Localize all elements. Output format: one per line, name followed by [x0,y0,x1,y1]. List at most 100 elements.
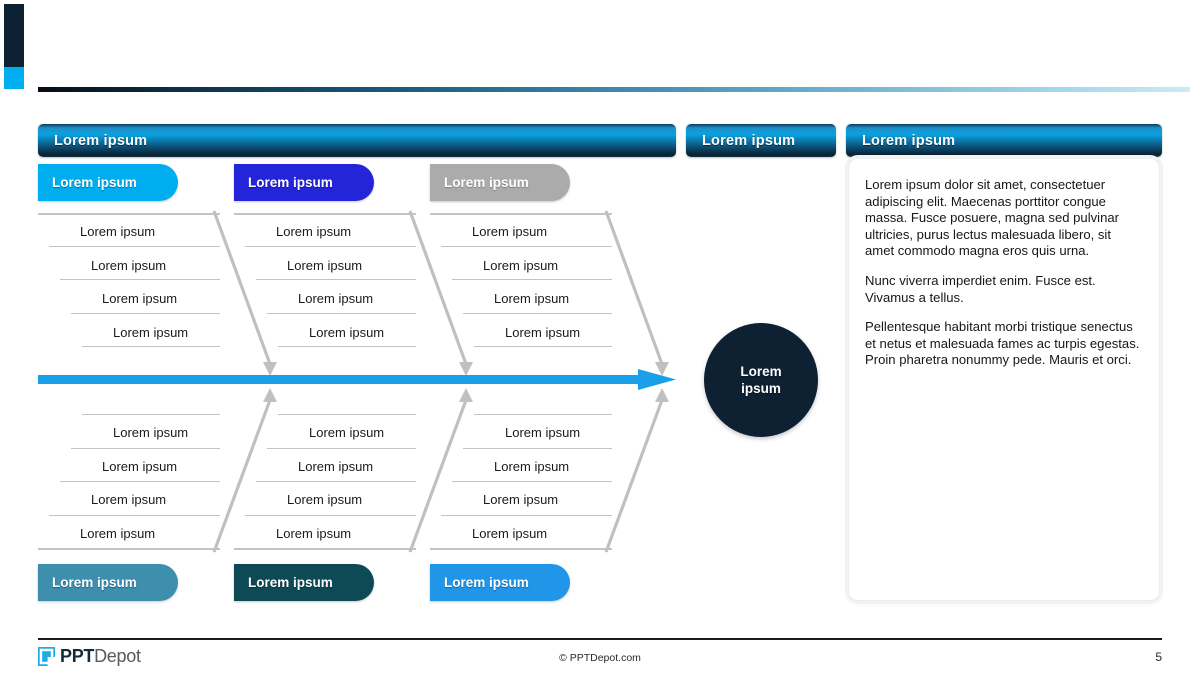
cause-row[interactable]: Lorem ipsum [234,314,416,347]
notes-panel: Lorem ipsum dolor sit amet, consectetuer… [848,158,1160,601]
cause-row[interactable]: Lorem ipsum [430,247,612,280]
cause-row[interactable]: Lorem ipsum [38,247,220,280]
cause-row[interactable]: Lorem ipsum [234,280,416,314]
category-pill-top-2[interactable]: Lorem ipsum [234,164,374,201]
cause-label: Lorem ipsum [113,425,189,440]
cause-underline [245,245,416,247]
effect-circle[interactable]: Lorem ipsum [704,323,818,437]
cause-overline [60,481,220,482]
cause-row[interactable]: Lorem ipsum [234,213,416,247]
cause-row[interactable]: Lorem ipsum [38,481,220,515]
cause-overline [267,447,416,449]
cause-row[interactable]: Lorem ipsum [430,447,612,482]
cause-row[interactable]: Lorem ipsum [38,447,220,482]
cause-row[interactable]: Lorem ipsum [430,481,612,515]
cause-label: Lorem ipsum [298,458,374,474]
cause-underline [49,245,220,247]
cause-overline [452,481,612,482]
pptdepot-logo-icon [37,646,56,667]
header-bar-main-label: Lorem ipsum [54,132,148,149]
category-pill-bottom-3[interactable]: Lorem ipsum [430,564,570,601]
cause-row[interactable]: Lorem ipsum [38,414,220,448]
cause-group-top-edge [234,213,416,215]
category-pill-label: Lorem ipsum [52,575,137,590]
cause-row[interactable]: Lorem ipsum [430,414,612,448]
cause-overline [278,414,416,415]
cause-underline [82,346,220,347]
category-pill-label: Lorem ipsum [444,575,529,590]
header-bar-effect-label: Lorem ipsum [702,132,796,149]
cause-underline [463,312,612,314]
category-pill-bottom-1[interactable]: Lorem ipsum [38,564,178,601]
cause-label: Lorem ipsum [91,492,167,507]
cause-label: Lorem ipsum [494,291,570,306]
cause-row[interactable]: Lorem ipsum [234,514,416,549]
decor-navy-bar [4,4,24,67]
footer-divider [38,638,1162,640]
cause-label: Lorem ipsum [494,458,570,474]
cause-underline [441,245,612,247]
effect-label-line1: Lorem [740,364,782,379]
cause-row[interactable]: Lorem ipsum [38,514,220,549]
copyright-text: © PPTDepot.com [559,652,641,664]
cause-underline [452,279,612,280]
effect-circle-label: Lorem ipsum [740,363,781,397]
cause-label: Lorem ipsum [276,525,352,541]
cause-label: Lorem ipsum [91,257,167,273]
fishbone-spine-arrow [38,369,678,391]
cause-label: Lorem ipsum [287,492,363,507]
cause-label: Lorem ipsum [298,291,374,306]
cause-row[interactable]: Lorem ipsum [234,414,416,448]
cause-row[interactable]: Lorem ipsum [234,247,416,280]
effect-label-line2: ipsum [741,381,781,396]
cause-row[interactable]: Lorem ipsum [234,481,416,515]
cause-overline [49,514,220,516]
cause-underline [267,312,416,314]
fishbone-rib-arrow-top-3 [602,203,674,380]
category-pill-top-1[interactable]: Lorem ipsum [38,164,178,201]
header-bar-notes[interactable]: Lorem ipsum [846,124,1162,157]
cause-overline [474,414,612,415]
cause-row[interactable]: Lorem ipsum [430,514,612,549]
category-pill-label: Lorem ipsum [444,175,529,190]
notes-paragraph: Nunc viverra imperdiet enim. Fusce est. … [865,272,1096,305]
cause-label: Lorem ipsum [472,525,548,541]
cause-underline [60,279,220,280]
cause-row[interactable]: Lorem ipsum [430,280,612,314]
category-pill-label: Lorem ipsum [248,575,333,590]
brand-logo[interactable]: PPTDepot [37,646,141,667]
cause-underline [474,346,612,347]
cause-group-top-edge [38,213,220,215]
cause-label: Lorem ipsum [309,324,385,340]
cause-overline [82,414,220,415]
cause-label: Lorem ipsum [505,324,581,340]
cause-label: Lorem ipsum [483,257,559,273]
category-pill-label: Lorem ipsum [248,175,333,190]
cause-row[interactable]: Lorem ipsum [430,314,612,347]
cause-row[interactable]: Lorem ipsum [430,213,612,247]
cause-row[interactable]: Lorem ipsum [234,447,416,482]
cause-group-bottom-edge [38,548,220,550]
cause-label: Lorem ipsum [483,492,559,507]
cause-group-top-edge [430,213,612,215]
cause-row[interactable]: Lorem ipsum [38,213,220,247]
cause-row[interactable]: Lorem ipsum [38,314,220,347]
cause-row[interactable]: Lorem ipsum [38,280,220,314]
cause-label: Lorem ipsum [309,425,385,440]
header-bar-effect[interactable]: Lorem ipsum [686,124,836,157]
header-divider-rule [38,87,1190,92]
page-number: 5 [1155,650,1162,664]
header-bar-main[interactable]: Lorem ipsum [38,124,676,157]
category-pill-bottom-2[interactable]: Lorem ipsum [234,564,374,601]
logo-wordmark: PPTDepot [60,646,141,667]
cause-underline [278,346,416,347]
logo-primary: PPT [60,646,95,666]
notes-paragraph: Lorem ipsum dolor sit amet, consectetuer… [865,177,1120,259]
cause-underline [256,279,416,280]
cause-overline [463,447,612,449]
category-pill-top-3[interactable]: Lorem ipsum [430,164,570,201]
cause-group-bottom-edge [234,548,416,550]
cause-label: Lorem ipsum [287,257,363,273]
cause-overline [441,514,612,516]
